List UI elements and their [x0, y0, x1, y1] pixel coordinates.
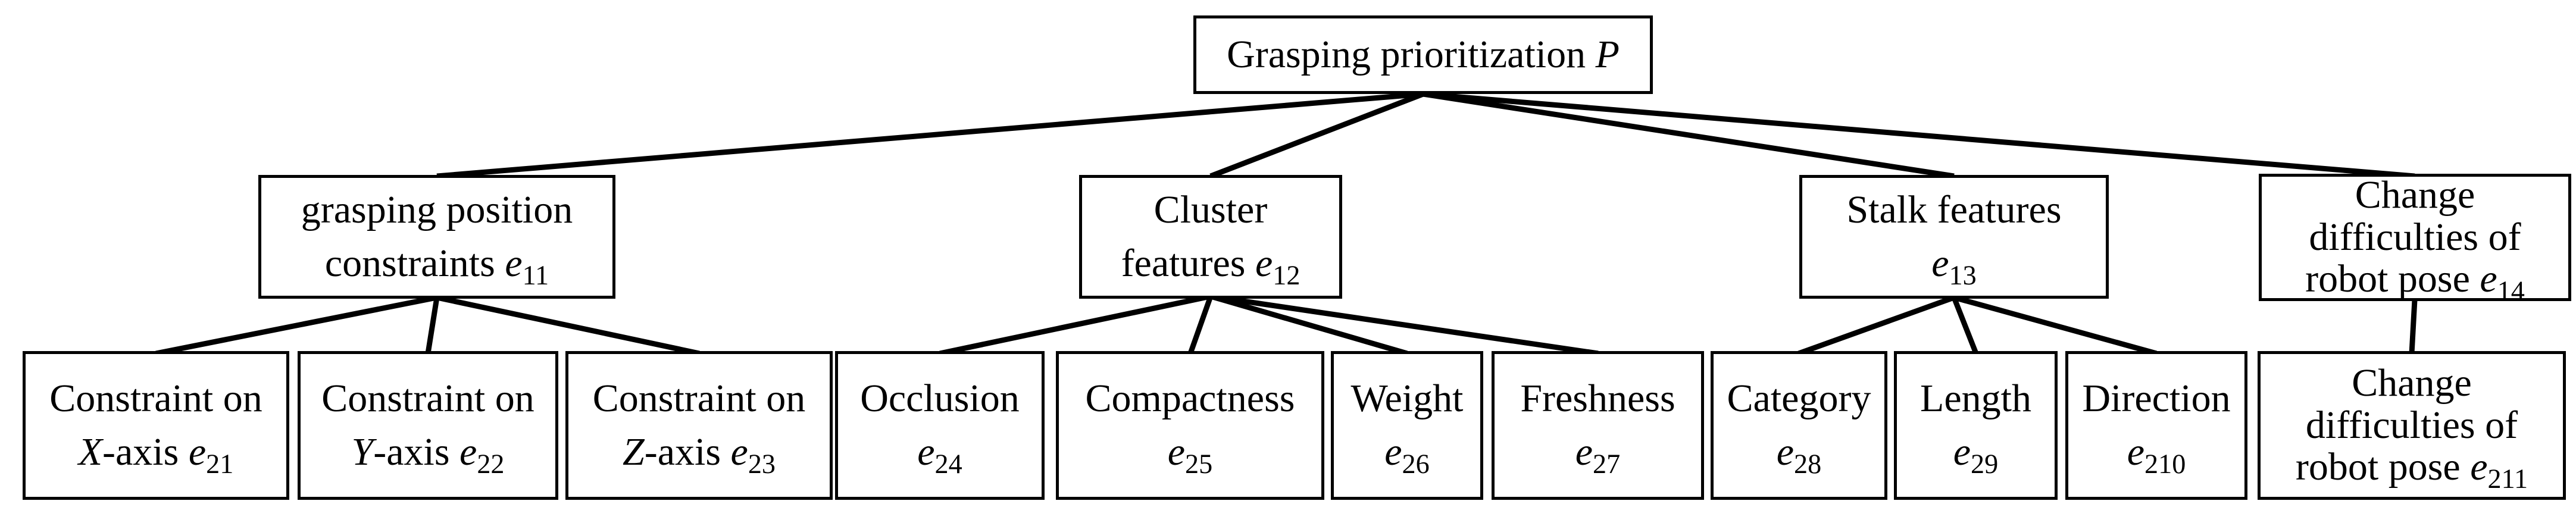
- node-label-line: Compactness: [1085, 377, 1295, 421]
- node-label-line: Y-axis e22: [351, 430, 505, 480]
- node-label-line: Change: [2355, 173, 2475, 217]
- node-label-line: Constraint on: [592, 377, 806, 421]
- node-label-line: robot pose e14: [2305, 257, 2525, 306]
- node-e29-length: Length e29: [1894, 351, 2058, 500]
- node-label-line: Constraint on: [321, 377, 534, 421]
- node-label-line: difficulties of: [2309, 215, 2521, 259]
- node-e13-stalk-features: Stalk features e13: [1799, 175, 2109, 299]
- node-label-line: X-axis e21: [78, 430, 234, 480]
- connector-e13-e29: [1951, 296, 1979, 355]
- node-e28-category: Category e28: [1711, 351, 1887, 500]
- node-label-line: Cluster: [1153, 188, 1268, 232]
- node-label-line: e27: [1575, 430, 1621, 480]
- node-label-line: Direction: [2082, 377, 2231, 421]
- node-e24-occlusion: Occlusion e24: [835, 351, 1045, 500]
- node-label-line: e26: [1384, 430, 1430, 480]
- node-e23-constraint-z-axis: Constraint on Z-axis e23: [565, 351, 833, 500]
- node-label-line: Constraint on: [49, 377, 262, 421]
- connector-e12-e24: [939, 293, 1211, 356]
- node-label-line: e13: [1931, 242, 1977, 291]
- node-label-line: grasping position: [301, 188, 573, 232]
- node-e22-constraint-y-axis: Constraint on Y-axis e22: [298, 351, 558, 500]
- node-label-line: e29: [1953, 430, 1999, 480]
- node-label-line: Weight: [1350, 377, 1464, 421]
- node-e27-freshness: Freshness e27: [1492, 351, 1704, 500]
- connector-e11-e23: [436, 295, 700, 356]
- connector-e13-e28: [1797, 295, 1955, 356]
- connector-e12-e25: [1187, 295, 1214, 355]
- node-label-line: e25: [1167, 430, 1213, 480]
- node-label-line: Freshness: [1520, 377, 1675, 421]
- node-label-line: Occlusion: [860, 377, 1020, 421]
- node-label-line: Z-axis e23: [623, 430, 776, 480]
- connector-e14-e211: [2409, 299, 2418, 354]
- node-label-line: e24: [917, 430, 962, 480]
- node-label-line: Length: [1920, 377, 2031, 421]
- connector-root-e12: [1209, 91, 1424, 179]
- node-label-line: e210: [2127, 430, 2186, 480]
- node-label-line: e28: [1776, 430, 1822, 480]
- node-e210-direction: Direction e210: [2065, 351, 2247, 500]
- node-label-line: robot pose e211: [2295, 445, 2528, 494]
- node-label-line: Stalk features: [1846, 188, 2062, 232]
- node-label-line: constraints e11: [324, 242, 549, 291]
- node-label-line: Grasping prioritization P: [1227, 33, 1620, 77]
- node-grasping-prioritization-root: Grasping prioritization P: [1193, 15, 1653, 94]
- node-e26-weight: Weight e26: [1331, 351, 1483, 500]
- node-label-line: features e12: [1121, 242, 1300, 291]
- node-e25-compactness: Compactness e25: [1056, 351, 1324, 500]
- node-label-line: difficulties of: [2305, 403, 2518, 447]
- connector-e12-e26: [1209, 293, 1408, 356]
- connector-e11-e22: [425, 297, 440, 354]
- node-e12-cluster-features: Cluster features e12: [1079, 175, 1342, 299]
- connector-e13-e210: [1953, 295, 2158, 356]
- node-label-line: Category: [1727, 377, 1871, 421]
- connector-root-e13: [1423, 91, 1955, 179]
- connector-e12-e27: [1210, 293, 1599, 356]
- node-e11-grasping-position-constraints: grasping position constraints e11: [258, 175, 615, 299]
- connector-root-e11: [436, 91, 1424, 179]
- node-label-line: Change: [2352, 361, 2472, 405]
- connector-root-e14: [1423, 91, 2415, 179]
- connector-e11-e21: [155, 295, 437, 356]
- node-e21-constraint-x-axis: Constraint on X-axis e21: [23, 351, 289, 500]
